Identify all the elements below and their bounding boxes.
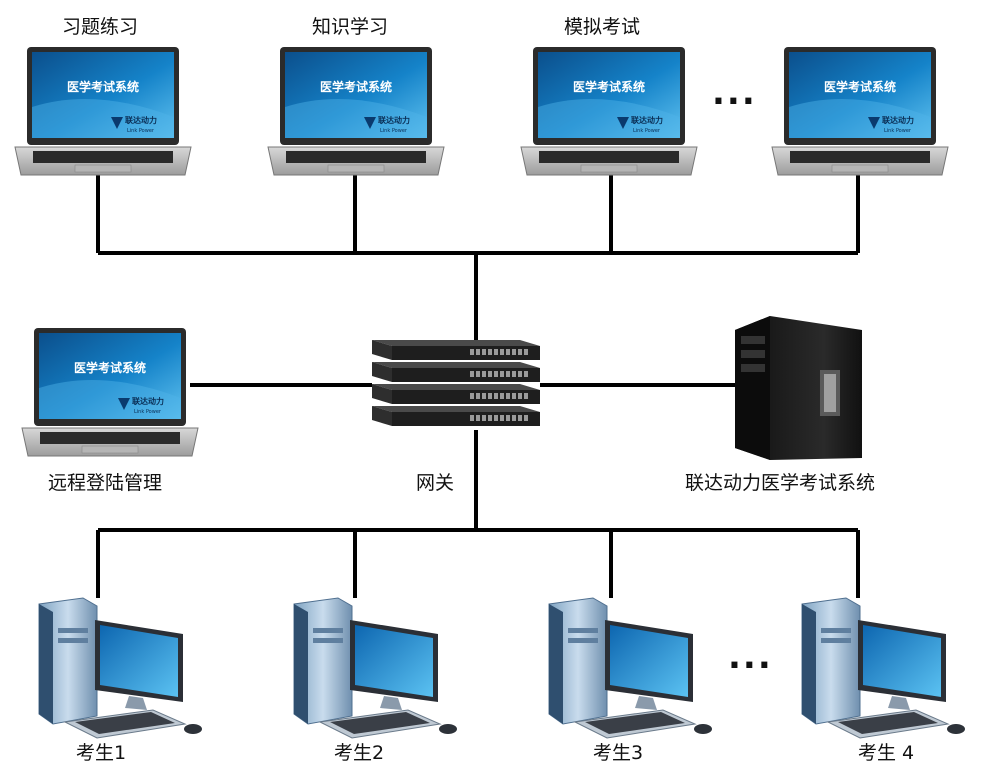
laptop-screen-title: 医学考试系统 [573,79,645,94]
laptop-screen-title: 医学考试系统 [824,79,896,94]
brand-name: 联达动力 [132,396,164,406]
laptop-screen-title: 医学考试系统 [320,79,392,94]
brand-sub: Link Power [380,128,408,134]
top-label-1: 习题练习 [62,16,139,38]
brand-sub: Link Power [134,409,162,415]
student-label-4: 考生 4 [858,742,915,764]
brand-logo-icon [118,398,130,410]
student-pc-4 [801,597,965,739]
brand-logo-icon [364,117,376,129]
brand-name: 联达动力 [125,115,157,125]
student-label-1: 考生1 [76,742,127,764]
top-label-2: 知识学习 [312,16,389,38]
brand-name: 联达动力 [631,115,663,125]
student-label-2: 考生2 [334,742,385,764]
top-label-3: 模拟考试 [564,16,641,38]
server-label: 联达动力医学考试系统 [685,472,876,494]
remote-login-label: 远程登陆管理 [48,472,163,494]
brand-name: 联达动力 [882,115,914,125]
brand-sub: Link Power [633,128,661,134]
server-tower [735,316,862,460]
student-pc-1 [38,597,202,739]
brand-sub: Link Power [884,128,912,134]
brand-logo-icon [617,117,629,129]
brand-name: 联达动力 [378,115,410,125]
laptop-screen-title: 医学考试系统 [67,79,139,94]
brand-logo-icon [868,117,880,129]
brand-sub: Link Power [127,128,155,134]
gateway-label: 网关 [416,472,455,494]
brand-logo-icon [111,117,123,129]
student-pc-2 [293,597,457,739]
student-label-3: 考生3 [593,742,644,764]
bottom-ellipsis: ... [728,637,773,677]
gateway-switch [372,340,540,426]
student-pc-3 [548,597,712,739]
laptop-screen-title: 医学考试系统 [74,360,146,375]
connection-lines [96,175,860,598]
top-ellipsis: ... [712,73,757,113]
